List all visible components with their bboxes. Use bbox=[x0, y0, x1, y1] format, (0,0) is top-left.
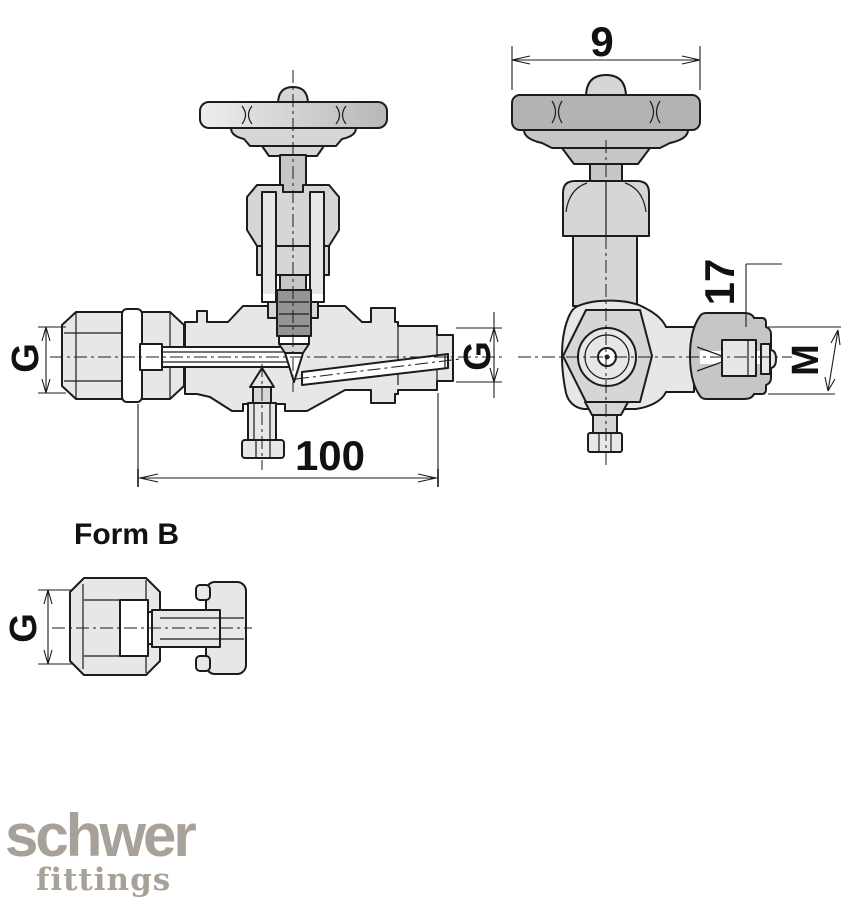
sleeve-gap-left bbox=[263, 294, 275, 301]
fitting-cone-lines bbox=[696, 346, 723, 372]
logo: schwer fittings bbox=[5, 802, 199, 898]
sleeve-gap-right bbox=[311, 294, 323, 301]
spindle-taper bbox=[278, 343, 310, 354]
front-view: G G 100 bbox=[5, 70, 505, 487]
inlet-union-nut bbox=[61, 308, 185, 403]
dim-across-flats-value: 17 bbox=[696, 259, 743, 306]
drain-hex-nut bbox=[241, 439, 285, 459]
spindle-collar bbox=[278, 335, 310, 345]
centerlines-side bbox=[518, 140, 792, 468]
dim-handwheel-value: 9 bbox=[590, 18, 613, 65]
packing-sleeve-left bbox=[261, 191, 277, 303]
hub-side bbox=[561, 147, 651, 165]
fitting-end-cap bbox=[760, 343, 771, 375]
drain-hex-lines bbox=[255, 441, 271, 457]
drain-side bbox=[584, 401, 629, 453]
dim-g-right-lines bbox=[456, 312, 502, 398]
dim-thread: M bbox=[768, 326, 841, 395]
spindle-thread-lines bbox=[279, 301, 309, 327]
formb-bore-lines bbox=[160, 617, 244, 640]
dim-length: 100 bbox=[137, 393, 439, 487]
centerlines-front bbox=[50, 70, 505, 470]
needle-cone bbox=[284, 352, 304, 383]
fitting-hex-nut bbox=[721, 339, 757, 377]
formb-tube bbox=[151, 609, 221, 648]
packing-nut-side bbox=[562, 180, 650, 237]
label-g-formb: G bbox=[3, 613, 45, 643]
handwheel-spoke-marks-side bbox=[551, 100, 661, 124]
outlet-fitting-side bbox=[689, 312, 777, 400]
handwheel-rim-side bbox=[511, 94, 701, 131]
form-b-section: Form B G bbox=[3, 518, 252, 676]
drain-hex-side-lines bbox=[598, 434, 612, 451]
label-g-right: G bbox=[457, 341, 499, 371]
nut-bore-lines bbox=[64, 332, 122, 382]
label-thread: M bbox=[785, 344, 827, 376]
dim-thread-lines bbox=[768, 326, 841, 395]
dim-g-formb-lines bbox=[38, 589, 72, 665]
bonnet-neck-side bbox=[572, 235, 638, 307]
form-b-drawing bbox=[52, 577, 252, 676]
formb-tab-bottom bbox=[195, 655, 211, 672]
dim-g-right: G bbox=[456, 312, 502, 398]
formb-tab-top bbox=[195, 584, 211, 601]
fitting-tip bbox=[769, 349, 777, 369]
handwheel-knob-side bbox=[585, 74, 627, 98]
hub-flange-side bbox=[523, 129, 689, 149]
handwheel-side bbox=[511, 74, 701, 182]
logo-brand: schwer bbox=[5, 802, 196, 869]
form-b-title: Form B bbox=[74, 518, 179, 551]
dim-length-lines bbox=[137, 393, 439, 487]
drain-stem-side bbox=[592, 414, 618, 434]
handwheel-spoke-marks bbox=[241, 105, 347, 125]
dim-across-flats-lines bbox=[745, 263, 782, 327]
needle-spindle bbox=[276, 289, 312, 383]
logo-sub: fittings bbox=[36, 862, 171, 898]
dim-g-left-lines bbox=[38, 326, 66, 394]
dim-handwheel-lines bbox=[511, 46, 701, 90]
packing-sleeve-right bbox=[309, 191, 325, 303]
drain-hex-side bbox=[587, 432, 623, 453]
label-g-left: G bbox=[5, 343, 47, 373]
dim-g-left: G bbox=[5, 326, 66, 394]
tube-bore-lines bbox=[162, 351, 292, 363]
spindle-thread bbox=[276, 289, 312, 337]
dim-g-formb: G bbox=[3, 589, 72, 665]
dim-handwheel: 9 bbox=[511, 18, 701, 90]
dim-length-value: 100 bbox=[295, 432, 365, 479]
dim-across-flats: 17 bbox=[696, 259, 782, 327]
drain-body-lines bbox=[253, 403, 271, 440]
side-view: 9 bbox=[511, 18, 841, 468]
centerline-outlet bbox=[295, 358, 461, 380]
